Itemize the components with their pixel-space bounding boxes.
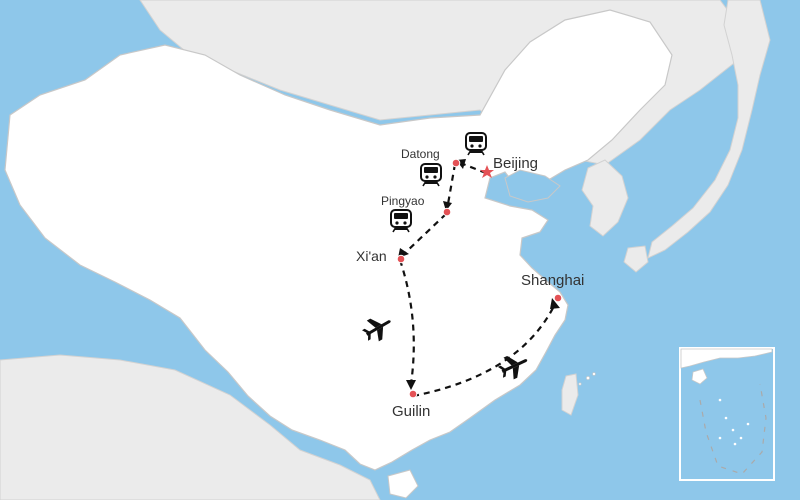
island-dot [746, 422, 750, 426]
island-dot [586, 376, 590, 380]
south-china-sea-inset [679, 347, 775, 481]
airplane-icon [497, 355, 528, 380]
train-icon [420, 163, 442, 187]
city-labels: Beijing Datong Pingyao Xi'an Guilin Shan… [356, 147, 584, 420]
island-dot [718, 398, 722, 402]
shanghai-dot [553, 293, 563, 303]
island-dot [578, 382, 582, 386]
route-guilin-shanghai [412, 303, 556, 398]
datong-dot [451, 158, 461, 168]
pingyao-dot [442, 207, 452, 217]
inset-hainan [691, 368, 708, 385]
island-dot [731, 428, 735, 432]
island-dot [724, 416, 728, 420]
inset-mainland-coast [680, 348, 773, 369]
hainan-island [387, 469, 419, 499]
island-dot [592, 372, 596, 376]
japan-island-kyushu [623, 245, 649, 273]
island-dot [739, 436, 743, 440]
city-markers [396, 158, 563, 399]
xian-dot [396, 254, 406, 264]
china-land [4, 9, 673, 471]
airplane-icon [362, 318, 391, 342]
city-label-xian: Xi'an [356, 248, 387, 264]
city-label-beijing: Beijing [493, 155, 538, 172]
train-icon [465, 132, 487, 156]
island-dot [733, 442, 737, 446]
southeast-asia-land [0, 354, 381, 500]
japan-land [647, 0, 771, 259]
route-arrowhead [550, 298, 560, 309]
island-dot [718, 436, 722, 440]
beijing-star-marker [480, 165, 494, 178]
bohai-bay [504, 169, 561, 203]
route-pingyao-xian [405, 213, 447, 253]
korea-peninsula-land [581, 159, 629, 237]
route-arrowhead [406, 380, 416, 390]
city-label-pingyao: Pingyao [381, 194, 425, 208]
city-label-guilin: Guilin [392, 403, 430, 420]
taiwan-land [561, 373, 579, 416]
guilin-dot [408, 389, 418, 399]
route-xian-guilin [398, 259, 415, 385]
train-icon [390, 209, 412, 233]
city-label-datong: Datong [401, 147, 440, 161]
inset-nine-dash-line [699, 383, 767, 475]
route-datong-pingyao [446, 163, 457, 205]
city-label-shanghai: Shanghai [521, 272, 584, 289]
